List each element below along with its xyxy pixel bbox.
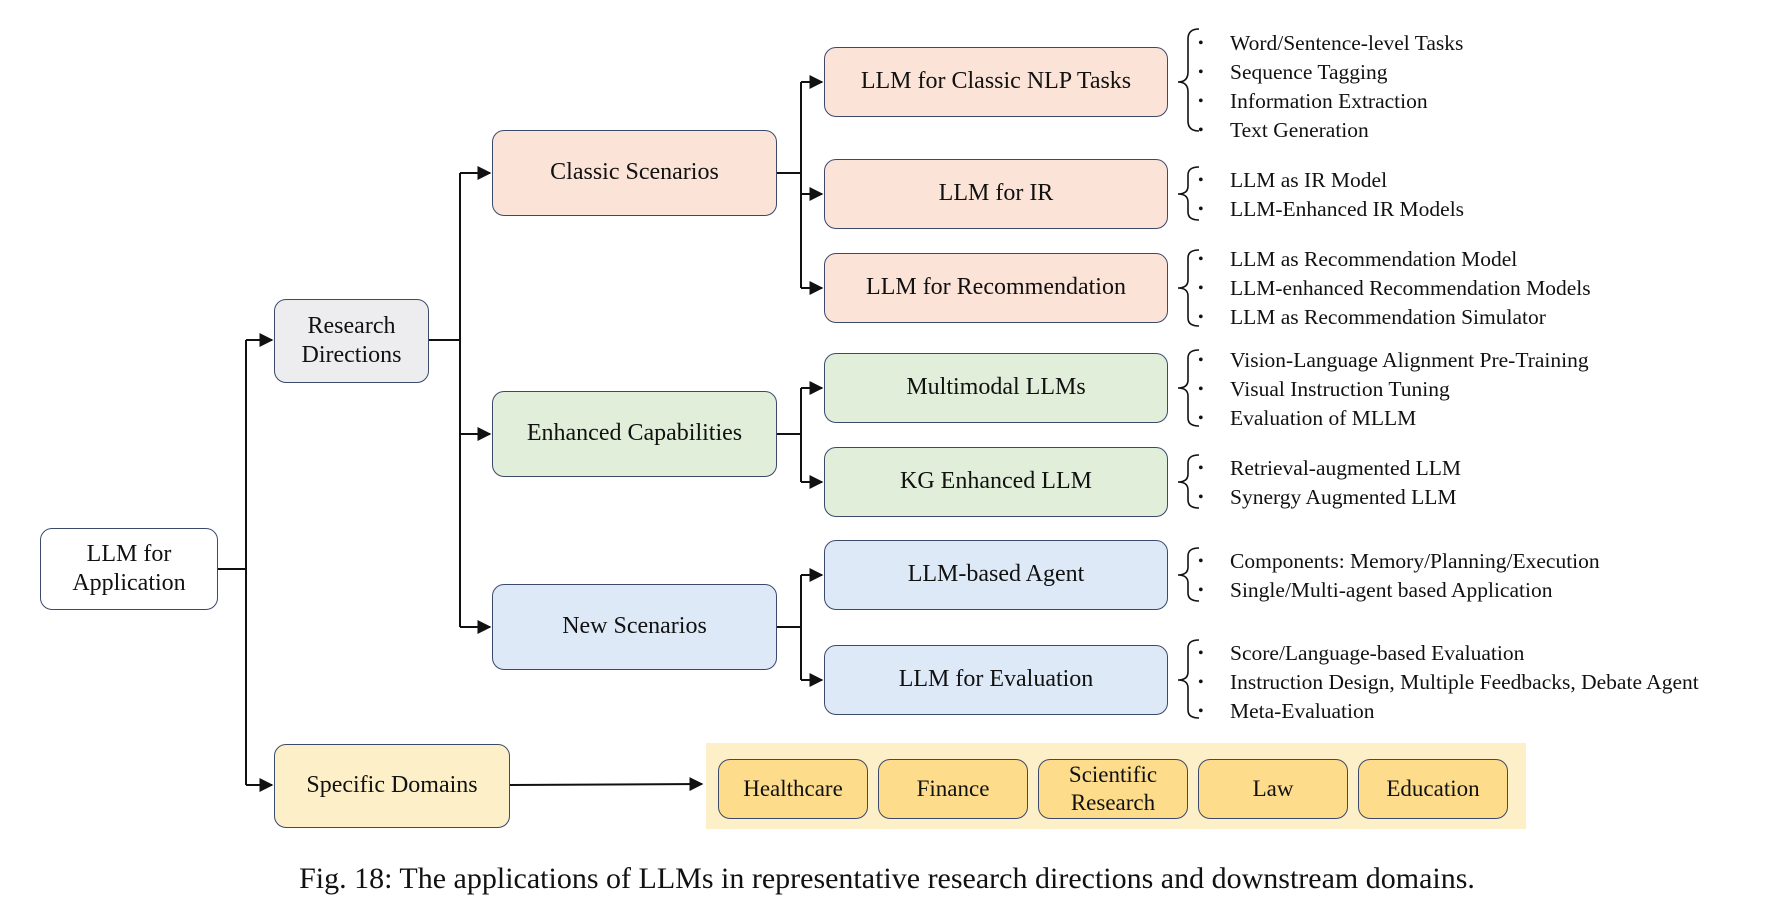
research-directions-line1: Research — [307, 312, 396, 339]
topic-llm-based-agent: LLM-based Agent — [824, 540, 1168, 610]
research-directions-node: Research Directions — [274, 299, 429, 383]
domain-label-line2: Research — [1070, 790, 1156, 815]
root-label-line2: Application — [72, 570, 186, 596]
list-ir: LLM as IR Model LLM-Enhanced IR Models — [1192, 166, 1464, 224]
list-item: Retrieval-augmented LLM — [1192, 454, 1461, 483]
topic-classic-nlp: LLM for Classic NLP Tasks — [824, 47, 1168, 117]
category-new-scenarios: New Scenarios — [492, 584, 777, 670]
connector-enhanced-trunk — [777, 388, 802, 482]
list-evaluation: Score/Language-based Evaluation Instruct… — [1192, 639, 1699, 726]
domain-label: Healthcare — [743, 775, 843, 801]
domain-label: Law — [1252, 775, 1294, 801]
list-item: LLM as IR Model — [1192, 166, 1464, 195]
root-label-line1: LLM for — [86, 540, 172, 567]
topic-label: KG Enhanced LLM — [900, 468, 1092, 495]
list-agent: Components: Memory/Planning/Execution Si… — [1192, 547, 1600, 605]
brace-multimodal — [1177, 349, 1200, 427]
domain-label-line1: Scientific — [1068, 761, 1158, 787]
list-item: Score/Language-based Evaluation — [1192, 639, 1699, 668]
domain-finance: Finance — [878, 759, 1028, 819]
topic-label: LLM for Recommendation — [866, 274, 1126, 301]
list-item: Meta-Evaluation — [1192, 697, 1699, 726]
list-item: Components: Memory/Planning/Execution — [1192, 547, 1600, 576]
connector-new-trunk — [777, 575, 802, 680]
list-item: Text Generation — [1192, 116, 1463, 145]
brace-classic-nlp — [1177, 28, 1200, 132]
root-node-llm-for-application: LLM for Application — [40, 528, 218, 610]
list-item: LLM as Recommendation Model — [1192, 245, 1591, 274]
brace-evaluation — [1177, 639, 1200, 719]
topic-label: LLM for IR — [938, 180, 1054, 207]
domain-scientific-research: Scientific Research — [1038, 759, 1188, 819]
domain-law: Law — [1198, 759, 1348, 819]
research-directions-line2: Directions — [301, 342, 402, 368]
topic-label: Multimodal LLMs — [906, 374, 1086, 401]
category-new-label: New Scenarios — [562, 613, 707, 640]
domain-education: Education — [1358, 759, 1508, 819]
figure-caption: Fig. 18: The applications of LLMs in rep… — [299, 862, 1475, 895]
list-item: Visual Instruction Tuning — [1192, 375, 1589, 404]
brace-recommendation — [1177, 249, 1200, 327]
brace-ir — [1177, 166, 1200, 221]
category-enhanced-capabilities: Enhanced Capabilities — [492, 391, 777, 477]
specific-domains-label: Specific Domains — [306, 772, 478, 799]
list-item: Instruction Design, Multiple Feedbacks, … — [1192, 668, 1699, 697]
list-item: Synergy Augmented LLM — [1192, 483, 1461, 512]
specific-domains-node: Specific Domains — [274, 744, 510, 828]
category-enhanced-label: Enhanced Capabilities — [526, 420, 743, 447]
list-item: Vision-Language Alignment Pre-Training — [1192, 346, 1589, 375]
topic-label: LLM-based Agent — [907, 561, 1085, 588]
topic-multimodal-llms: Multimodal LLMs — [824, 353, 1168, 423]
category-classic-label: Classic Scenarios — [550, 159, 719, 186]
list-item: Information Extraction — [1192, 87, 1463, 116]
list-item: Sequence Tagging — [1192, 58, 1463, 87]
topic-kg-enhanced-llm: KG Enhanced LLM — [824, 447, 1168, 517]
connector-root-trunk — [218, 340, 247, 785]
list-item: Single/Multi-agent based Application — [1192, 576, 1600, 605]
topic-llm-for-evaluation: LLM for Evaluation — [824, 645, 1168, 715]
topic-ir: LLM for IR — [824, 159, 1168, 229]
arrow-to-domains-panel — [509, 777, 704, 792]
list-item: LLM as Recommendation Simulator — [1192, 303, 1591, 332]
list-recommendation: LLM as Recommendation Model LLM-enhanced… — [1192, 245, 1591, 332]
list-item: LLM-Enhanced IR Models — [1192, 195, 1464, 224]
brace-agent — [1177, 547, 1200, 602]
topic-label: LLM for Classic NLP Tasks — [860, 68, 1132, 95]
list-multimodal: Vision-Language Alignment Pre-Training V… — [1192, 346, 1589, 433]
topic-label: LLM for Evaluation — [898, 666, 1094, 693]
domain-label: Education — [1386, 775, 1480, 801]
list-item: Word/Sentence-level Tasks — [1192, 29, 1463, 58]
list-item: Evaluation of MLLM — [1192, 404, 1589, 433]
domain-label: Finance — [916, 775, 990, 801]
list-classic-nlp: Word/Sentence-level Tasks Sequence Taggi… — [1192, 29, 1463, 145]
connector-research-trunk — [429, 173, 461, 627]
topic-recommendation: LLM for Recommendation — [824, 253, 1168, 323]
domain-healthcare: Healthcare — [718, 759, 868, 819]
list-kg: Retrieval-augmented LLM Synergy Augmente… — [1192, 454, 1461, 512]
list-item: LLM-enhanced Recommendation Models — [1192, 274, 1591, 303]
brace-kg — [1177, 454, 1200, 509]
category-classic-scenarios: Classic Scenarios — [492, 130, 777, 216]
connector-classic-trunk — [777, 82, 802, 288]
